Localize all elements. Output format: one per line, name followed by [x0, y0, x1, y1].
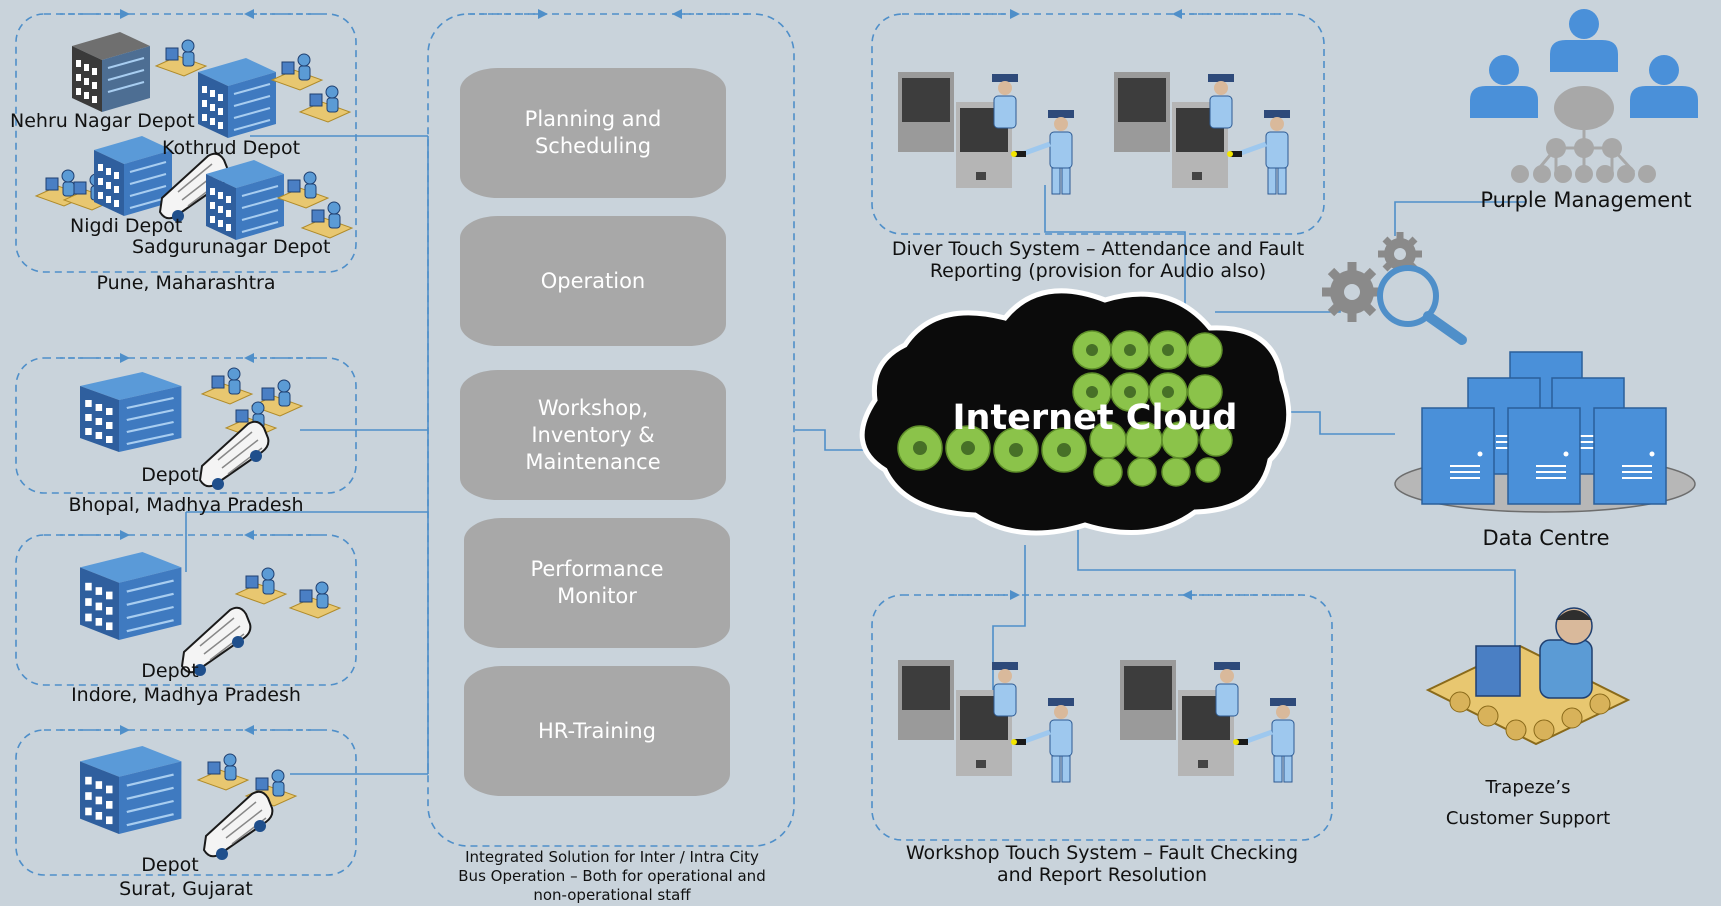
region-label-indore: Indore, Madhya Pradesh	[71, 684, 301, 706]
magnifier-icon	[1377, 265, 1467, 345]
support-caption: Trapeze’s Customer Support	[1445, 777, 1611, 829]
depot-label-indore: Depot	[141, 660, 199, 682]
workshop-kiosks	[898, 660, 1296, 782]
depot-label-surat: Depot	[141, 854, 199, 876]
connector-lines	[185, 135, 1525, 775]
module-hr-training: HR-Training	[464, 666, 730, 796]
staff-icon	[299, 85, 351, 123]
building-icon	[78, 370, 183, 454]
module-operation: Operation	[460, 216, 726, 346]
building-icon	[205, 159, 285, 241]
gear-icon	[1322, 232, 1422, 322]
driver-kiosks	[898, 72, 1290, 194]
management-label: Purple Management	[1480, 188, 1692, 212]
person-icon	[1630, 55, 1698, 118]
depot-label-sadgurunagar: Sadgurunagar Depot	[132, 236, 331, 258]
region-label-surat: Surat, Gujarat	[119, 878, 253, 900]
staff-icon	[155, 39, 207, 77]
workshop-system-caption: Workshop Touch System – Fault Checking a…	[905, 842, 1299, 886]
kiosk-icon	[1114, 72, 1290, 194]
staff-icon	[271, 53, 323, 91]
data-centre-label: Data Centre	[1482, 526, 1610, 550]
staff-icon	[197, 753, 249, 791]
person-icon	[1550, 9, 1618, 72]
internet-cloud-title: Internet Cloud	[952, 398, 1238, 438]
driver-system-caption: Diver Touch System – Attendance and Faul…	[891, 238, 1305, 282]
depot-label-kothrud: Kothrud Depot	[162, 137, 301, 159]
person-icon	[1470, 55, 1538, 118]
building-icon	[71, 31, 151, 113]
server-icon	[1394, 351, 1696, 513]
staff-icon	[277, 171, 329, 209]
building-icon	[78, 550, 183, 642]
staff-icon	[201, 367, 253, 405]
indore-icons	[78, 550, 341, 677]
flow-arrows	[60, 9, 1300, 735]
region-label-bhopal: Bhopal, Madhya Pradesh	[68, 494, 304, 516]
region-label-pune: Pune, Maharashtra	[96, 272, 276, 294]
depot-label-nehru-nagar: Nehru Nagar Depot	[10, 110, 195, 132]
cloud-icon	[859, 288, 1292, 536]
bus-icon	[203, 790, 274, 861]
module-workshop-inventory: Workshop,Inventory &Maintenance	[460, 370, 726, 500]
building-icon	[78, 744, 183, 836]
kiosk-icon	[898, 72, 1074, 194]
staff-icon	[289, 581, 341, 619]
group-boxes	[15, 13, 1333, 876]
surat-icons	[78, 744, 297, 861]
staff-icon	[301, 201, 353, 239]
kiosk-icon	[1120, 660, 1296, 782]
staff-icon	[235, 567, 287, 605]
support-agent-icon	[1425, 607, 1631, 746]
kiosk-icon	[898, 660, 1074, 782]
building-icon	[197, 57, 277, 139]
org-chart-icon	[1470, 9, 1698, 183]
depot-label-bhopal: Depot	[141, 464, 199, 486]
integrated-solution-caption: Integrated Solution for Inter / Intra Ci…	[458, 848, 766, 904]
depot-label-nigdi: Nigdi Depot	[70, 215, 183, 237]
